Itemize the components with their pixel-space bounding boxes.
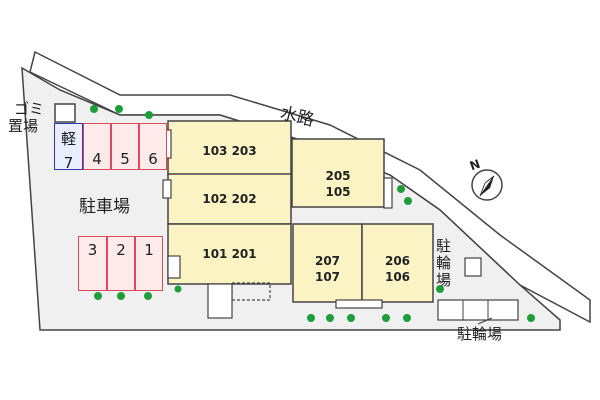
annex-west-mid [162, 179, 172, 199]
parking-slot-6: 6 [139, 123, 167, 170]
unit-207-label: 207 [314, 254, 341, 268]
bottom-strip [335, 299, 383, 309]
tree-icon [403, 314, 411, 322]
tree-icon [404, 197, 412, 205]
building-east-lower-right-outline [361, 223, 434, 303]
parking-slot-5: 5 [111, 123, 139, 170]
garbage-label-line1: ゴミ [14, 100, 45, 118]
annex-west-south [167, 255, 181, 279]
parking-slot-kei-label: 軽 [60, 130, 76, 148]
tree-icon [527, 314, 535, 322]
garbage-box [54, 103, 76, 123]
unit-107-label: 107 [314, 270, 341, 284]
east-step [383, 177, 393, 209]
south-step [207, 283, 233, 319]
building-south-units: 101 201 [202, 247, 257, 261]
tree-icon [94, 292, 102, 300]
building-east-upper-outline [291, 138, 385, 208]
parking-slot-3-label: 3 [87, 241, 98, 259]
parking-slot-2: 2 [107, 236, 135, 291]
building-north-outline [167, 120, 292, 176]
building-east-upper-units: 205 105 [292, 168, 384, 200]
parking-slot-2-label: 2 [116, 241, 126, 259]
tree-icon [115, 105, 123, 113]
unit-206-label: 206 [384, 254, 411, 268]
unit-205-label: 205 [325, 169, 351, 183]
tree-icon [307, 314, 315, 322]
parking-slot-7-label: 7 [63, 154, 74, 172]
tree-icon [144, 292, 152, 300]
tree-icon [117, 292, 125, 300]
building-north-units: 103 203 [202, 144, 257, 158]
garbage-area-label: ゴミ 置場 [8, 101, 44, 135]
building-east-lower-left-units: 207 107 [293, 253, 362, 285]
tree-icon [347, 314, 355, 322]
bike-strip-bottom [437, 299, 519, 321]
north-compass-icon [471, 169, 503, 201]
bike-parking-right-label: 駐輪場 [434, 238, 452, 289]
bike-arrow [477, 317, 493, 325]
building-south-outline [167, 223, 292, 285]
parking-slot-1: 1 [135, 236, 163, 291]
unit-105-label: 105 [325, 185, 351, 199]
building-middle-units: 102 202 [202, 192, 257, 206]
tree-icon [174, 285, 182, 293]
parking-slot-4: 4 [83, 123, 111, 170]
building-middle-outline [167, 173, 292, 225]
parking-slot-4-label: 4 [92, 150, 102, 168]
garbage-label-line2: 置場 [8, 117, 39, 135]
tree-icon [145, 111, 153, 119]
parking-slot-kei-7: 軽 7 [54, 123, 83, 172]
parking-slot-1-label: 1 [144, 241, 154, 259]
building-east-lower-left-outline [292, 223, 363, 303]
unit-106-label: 106 [384, 270, 411, 284]
tree-icon [382, 314, 390, 322]
tree-icon [90, 105, 98, 113]
bike-box-right [464, 257, 482, 277]
parking-slot-6-label: 6 [148, 150, 158, 168]
tree-icon [326, 314, 334, 322]
tree-icon [436, 285, 444, 293]
building-east-lower-right-units: 206 106 [362, 253, 433, 285]
parking-slot-3: 3 [78, 236, 107, 291]
bike-parking-bottom-label: 駐輪場 [457, 325, 503, 343]
tree-icon [397, 185, 405, 193]
parking-slot-5-label: 5 [120, 150, 130, 168]
trees [90, 105, 535, 322]
parking-area-label: 駐車場 [79, 197, 130, 217]
